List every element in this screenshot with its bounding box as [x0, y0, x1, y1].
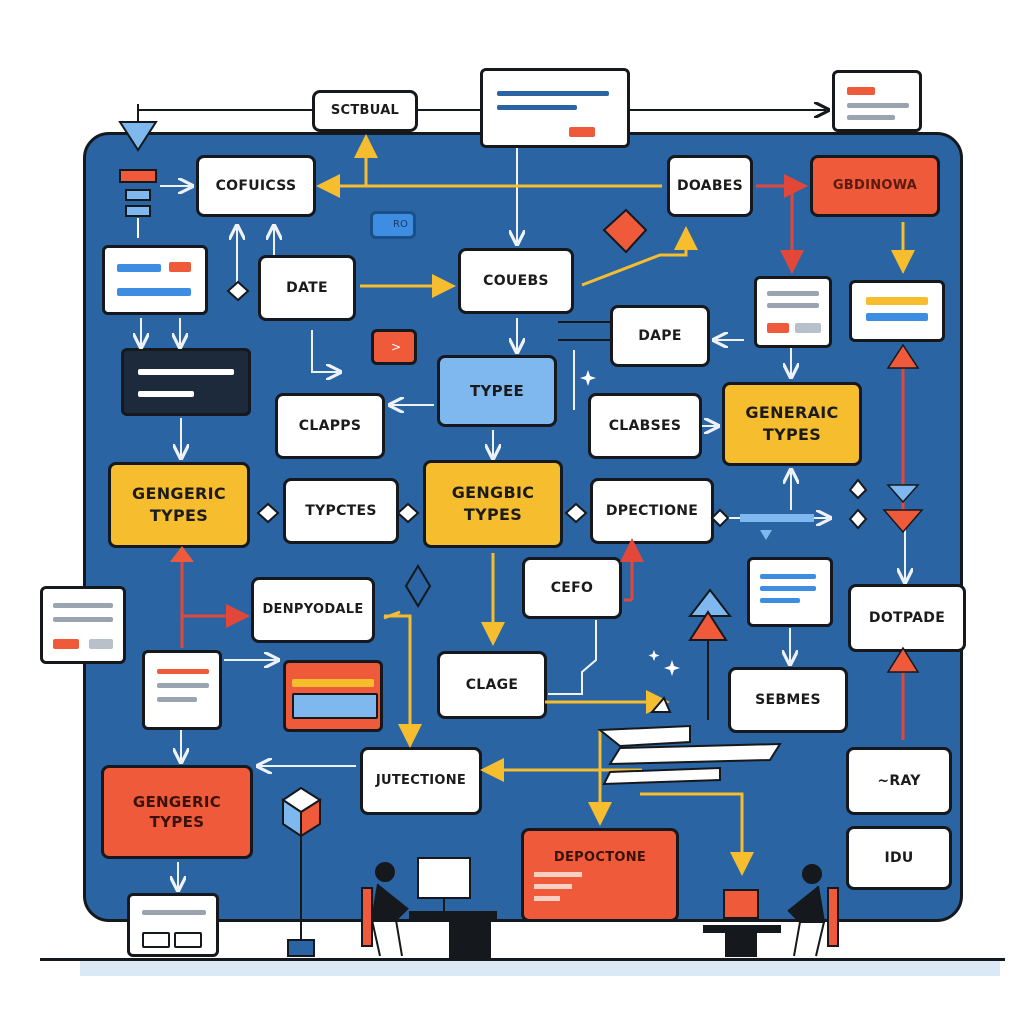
white-connectors [141, 148, 905, 888]
red-connectors [180, 174, 905, 740]
bottom-form-card [127, 893, 219, 957]
node-sebmes[interactable]: SEBMES [728, 667, 848, 733]
stacked-card [283, 660, 383, 732]
dark-panel-card [121, 348, 251, 416]
node-cofuicss[interactable]: COFUICSS [196, 155, 316, 217]
small-button-label: RO [393, 219, 408, 230]
node-dape[interactable]: DAPE [610, 305, 710, 367]
banner-shapes [597, 696, 782, 786]
progress-bar-right [740, 514, 814, 522]
node-clabses[interactable]: CLABSES [588, 393, 702, 459]
node-typctes[interactable]: TYPCTES [283, 478, 399, 544]
form-card-far-left [40, 586, 126, 664]
yellow-connectors [316, 134, 915, 876]
menu-card-right [849, 280, 945, 342]
depoctone-lines [534, 872, 582, 901]
node-clapps[interactable]: CLAPPS [275, 393, 385, 459]
node-gbdinowa[interactable]: GBDINOWA [810, 155, 940, 217]
node-couebs[interactable]: COUEBS [458, 248, 574, 314]
chevron-down-icon [760, 530, 772, 540]
cube-icon [281, 786, 322, 957]
node-generaic-types[interactable]: GENERAIC TYPES [722, 382, 862, 466]
node-gengeric-types-left[interactable]: GENGERIC TYPES [108, 462, 250, 548]
play-button[interactable]: > [371, 329, 417, 365]
node-gengeric-types-bottom[interactable]: GENGERIC TYPES [101, 765, 253, 859]
node-ray[interactable]: ~RAY [846, 747, 952, 815]
node-sctbual[interactable]: SCTBUAL [312, 90, 418, 132]
top-document-card [480, 68, 630, 148]
floor-line [40, 958, 1005, 961]
small-blue-button[interactable]: RO [370, 211, 416, 239]
diamond-icons [226, 208, 868, 608]
arrow-up-icon [687, 588, 733, 720]
node-clage[interactable]: CLAGE [437, 651, 547, 719]
code-card [747, 557, 833, 627]
node-cefo[interactable]: CEFO [522, 557, 622, 619]
node-doabes[interactable]: DOABES [667, 155, 753, 217]
funnel-icon [118, 121, 158, 238]
node-dpectione[interactable]: DPECTIONE [590, 478, 714, 544]
person-left-icon [361, 857, 497, 959]
node-idu[interactable]: IDU [846, 826, 952, 890]
form-card-left [102, 245, 208, 315]
document-card-left [142, 650, 222, 730]
node-date[interactable]: DATE [258, 255, 356, 321]
node-gengbic-types-center[interactable]: GENGBIC TYPES [423, 460, 563, 548]
top-right-card [832, 70, 922, 132]
node-typee[interactable]: TYPEE [437, 355, 557, 427]
node-dotpade[interactable]: DOTPADE [848, 584, 966, 652]
floor-strip [80, 958, 1000, 976]
node-denpyodale[interactable]: DENPYODALE [251, 577, 375, 643]
sparkle-icons [580, 370, 680, 676]
play-button-label: > [391, 340, 402, 354]
form-card-right [754, 276, 832, 348]
node-jutectione[interactable]: JUTECTIONE [360, 747, 482, 815]
top-connectors [137, 104, 826, 341]
person-right-icon [703, 864, 839, 957]
